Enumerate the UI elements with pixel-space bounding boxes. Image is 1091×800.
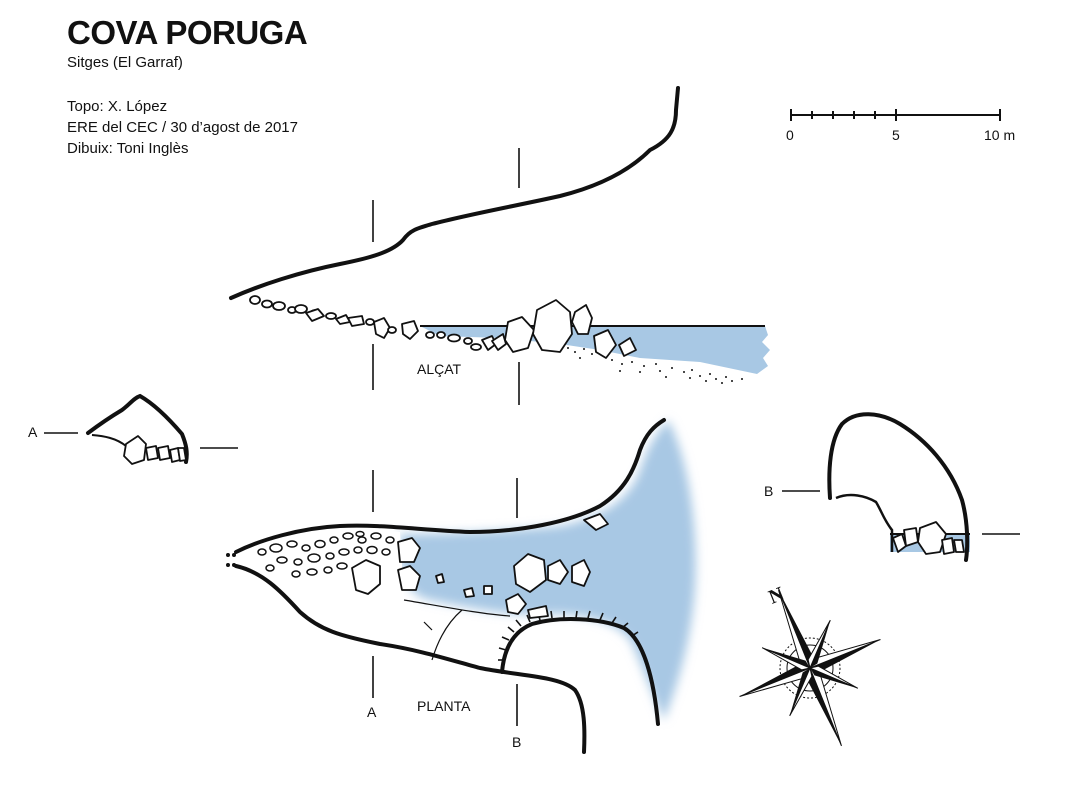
elevation-boulders <box>249 295 637 359</box>
section-a-label-left: A <box>28 424 38 440</box>
scale-label-0: 0 <box>786 127 794 143</box>
credit-drawing: Dibuix: Toni Inglès <box>67 140 189 157</box>
plan-boulders <box>351 513 609 619</box>
plan-label: PLANTA <box>417 698 471 714</box>
plan-inner-wall <box>500 617 660 726</box>
survey-location: Sitges (El Garraf) <box>67 54 183 71</box>
survey-title: COVA PORUGA <box>67 14 308 51</box>
cross-section-a: A <box>28 393 238 465</box>
section-b-label-left: B <box>764 483 773 499</box>
scale-bar <box>790 109 1001 121</box>
plan-view: A B PLANTA <box>226 418 696 754</box>
plan-section-a-label: A <box>367 704 377 720</box>
scale-label-5: 5 <box>892 127 900 143</box>
elevation-label: ALÇAT <box>417 361 462 377</box>
elevation-ceiling <box>229 86 680 300</box>
elevation-sediment-dots <box>567 347 743 384</box>
compass-rose <box>739 589 881 747</box>
elevation-view: ALÇAT <box>229 86 770 405</box>
cross-section-b: B <box>764 412 1020 562</box>
plan-north-wall <box>234 418 666 554</box>
plan-pebbles <box>257 530 395 578</box>
credit-team-date: ERE del CEC / 30 d’agost de 2017 <box>67 119 298 136</box>
plan-drop-hachures <box>498 610 639 661</box>
plan-section-b-label: B <box>512 734 521 750</box>
credit-topo: Topo: X. López <box>67 98 168 115</box>
survey-credits: Topo: X. López ERE del CEC / 30 d’agost … <box>67 96 298 159</box>
scale-label-10m: 10 m <box>984 127 1015 143</box>
